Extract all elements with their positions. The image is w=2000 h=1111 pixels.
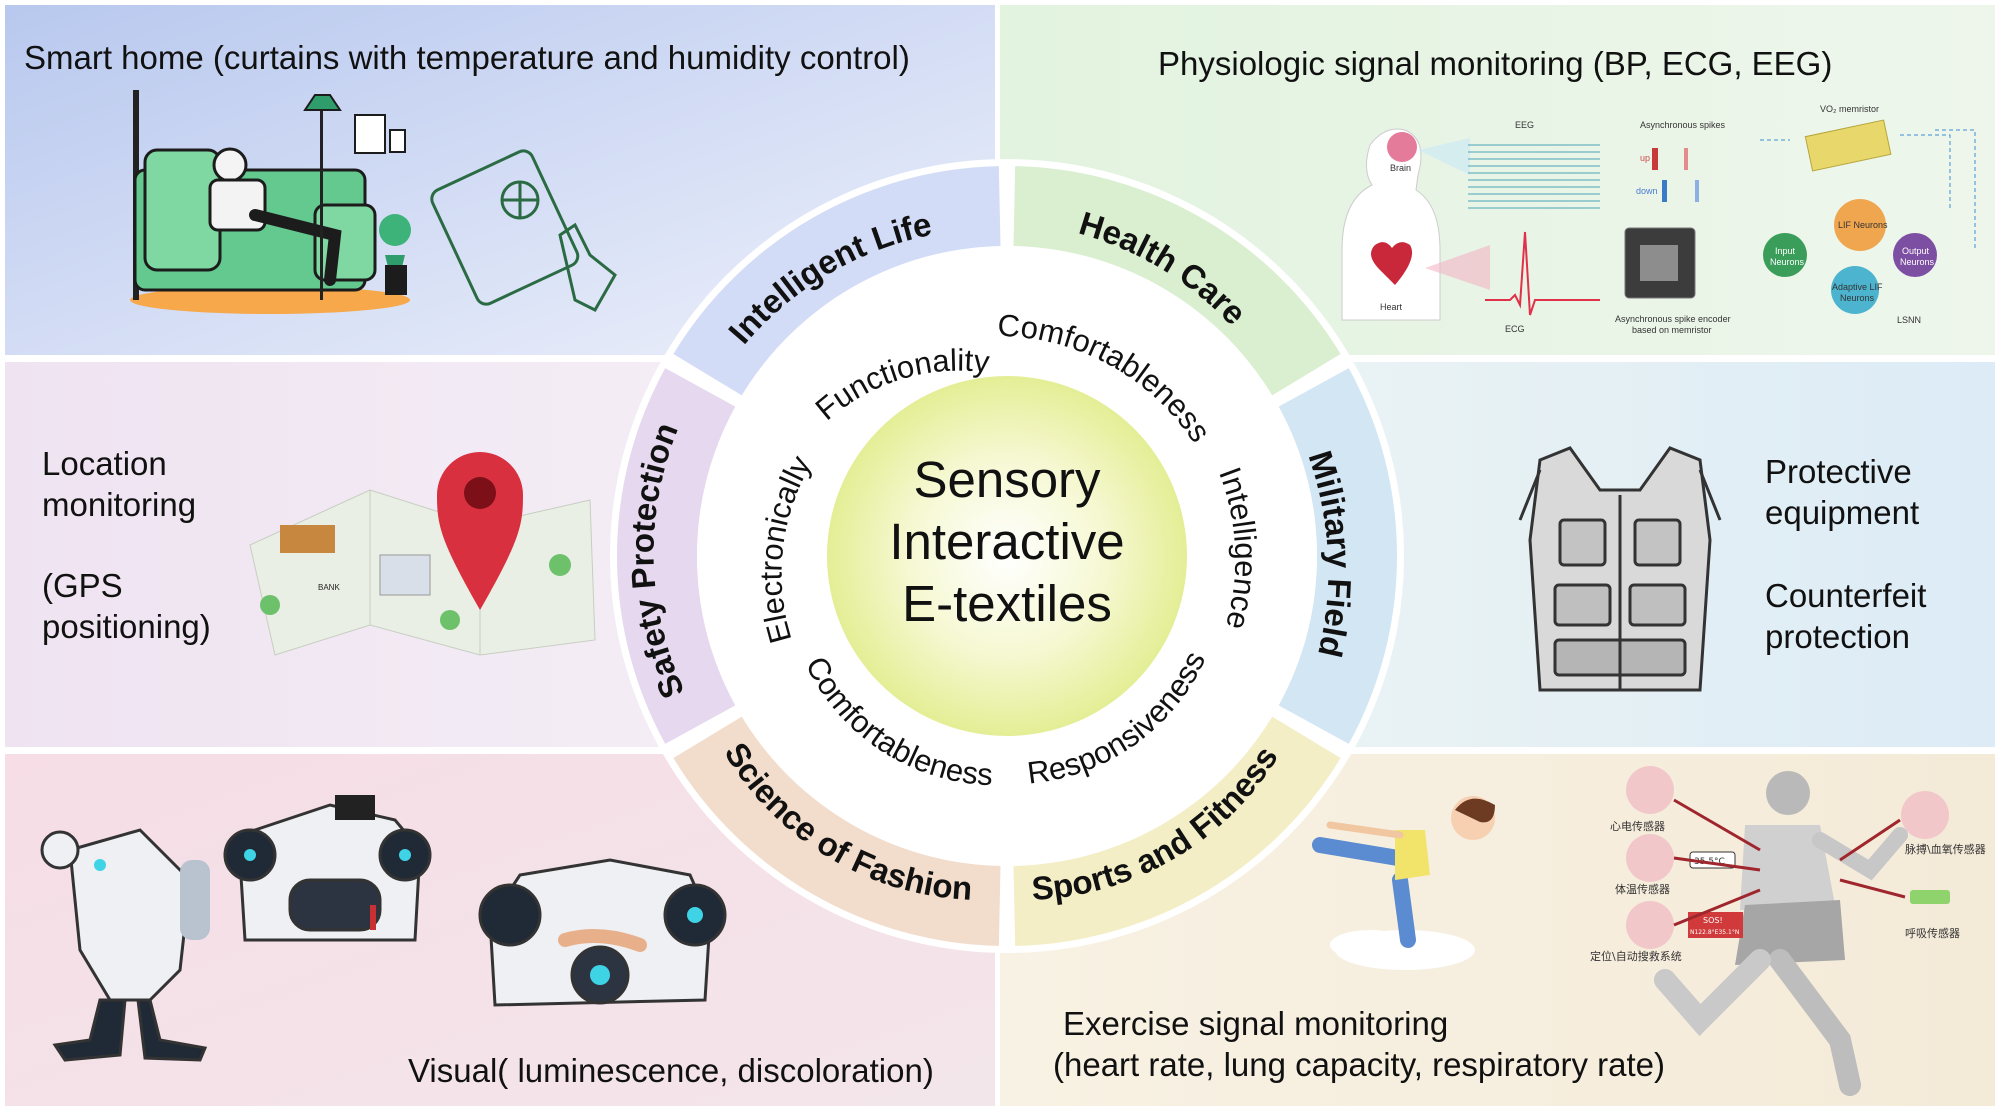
eeg-label: EEG	[1515, 120, 1534, 130]
gps-map-illustration: BANK	[249, 452, 596, 656]
sector-military-field	[1278, 368, 1398, 744]
temp-sensor-icon	[1626, 834, 1674, 882]
sector-sports-and-fitness	[1013, 716, 1341, 946]
exercise-line-2: (heart rate, lung capacity, respiratory …	[1053, 1046, 1665, 1083]
lif-neurons-label: LIF Neurons	[1838, 220, 1888, 230]
memristor-label: VO₂ memristor	[1820, 104, 1879, 114]
visual-caption: Visual( luminescence, discoloration)	[408, 1052, 934, 1089]
sector-health-care	[1013, 166, 1341, 396]
sector-ring	[617, 166, 1398, 946]
location-system-label: 定位\自动搜救系统	[1590, 949, 1682, 963]
location-line-3: (GPS	[42, 567, 123, 604]
location-line-1: Location	[42, 445, 167, 482]
center-title-line-2: Interactive	[889, 513, 1124, 570]
memristor-array	[1804, 119, 1892, 172]
input-neurons-label: Input	[1775, 246, 1796, 256]
adaptive-lif-label-2: Neurons	[1840, 293, 1875, 303]
location-line-2: monitoring	[42, 486, 196, 523]
sector-safety-protection	[617, 368, 736, 744]
pulse-sensor-icon	[1901, 791, 1949, 839]
brain-label: Brain	[1390, 163, 1411, 173]
pulse-sensor-label: 脉搏\血氧传感器	[1905, 842, 1986, 856]
runner-sensors-illustration: 心电传感器 体温传感器 35.5°C 定位\自动搜救系统 SOS! N122.8…	[1590, 766, 1986, 1096]
protective-equipment-text: Protective equipment Counterfeit protect…	[1765, 453, 1926, 655]
protective-line-1: Protective	[1765, 453, 1912, 490]
location-line-4: positioning)	[42, 608, 211, 645]
output-neurons-label-2: Neurons	[1900, 257, 1935, 267]
up-label: up	[1640, 153, 1650, 163]
yoga-figure-illustration	[1312, 796, 1495, 970]
output-neurons-label: Output	[1902, 246, 1930, 256]
sector-science-of-fashion	[673, 716, 1001, 946]
ecg-sensor-label: 心电传感器	[1610, 820, 1665, 833]
protective-line-3: Counterfeit	[1765, 577, 1926, 614]
exercise-line-1: Exercise signal monitoring	[1063, 1005, 1448, 1042]
sector-intelligent-life	[673, 166, 1001, 396]
smart-home-illustration	[130, 90, 411, 314]
center-title-line-1: Sensory	[913, 451, 1101, 508]
location-pin-icon	[437, 452, 523, 610]
smart-home-caption: Smart home (curtains with temperature an…	[24, 39, 910, 76]
protective-line-4: protection	[1765, 618, 1910, 655]
ecg-label: ECG	[1505, 324, 1525, 334]
central-wheel	[610, 159, 1404, 953]
adaptive-lif-label: Adaptive LIF	[1832, 282, 1883, 292]
encoder-label-2: based on memristor	[1632, 325, 1712, 335]
down-label: down	[1636, 186, 1658, 196]
luminous-suits-illustration	[40, 795, 727, 1062]
center-title: Sensory Interactive E-textiles	[889, 451, 1124, 632]
bank-label: BANK	[318, 583, 340, 592]
core-circle	[827, 376, 1187, 736]
physiologic-monitoring-caption: Physiologic signal monitoring (BP, ECG, …	[1158, 45, 1832, 82]
heart-icon	[1371, 242, 1413, 285]
breath-sensor-label: 呼吸传感器	[1905, 927, 1960, 940]
lsnn-label: LSNN	[1897, 315, 1921, 325]
sos-coords-label: N122.8°E35.1°N	[1690, 929, 1739, 936]
encoder-label: Asynchronous spike encoder	[1615, 314, 1731, 324]
location-sensor-icon	[1626, 901, 1674, 949]
input-neurons-label-2: Neurons	[1770, 257, 1805, 267]
sos-label: SOS!	[1703, 916, 1723, 925]
protective-line-2: equipment	[1765, 494, 1919, 531]
physiologic-diagram: Brain Heart EEG ECG Asynchronous spikes …	[1341, 104, 1976, 335]
center-title-line-3: E-textiles	[902, 575, 1112, 632]
temp-sensor-label: 体温传感器	[1615, 882, 1670, 896]
tactical-vest-illustration	[1518, 446, 1722, 692]
heart-label: Heart	[1380, 302, 1403, 312]
ecg-waveform	[1485, 231, 1600, 316]
tablet-globe-icon	[430, 149, 617, 312]
brain-icon	[1387, 132, 1417, 162]
async-spikes-label: Asynchronous spikes	[1640, 120, 1726, 130]
ecg-sensor-icon	[1626, 766, 1674, 814]
location-monitoring-text: Location monitoring (GPS positioning)	[42, 445, 211, 645]
